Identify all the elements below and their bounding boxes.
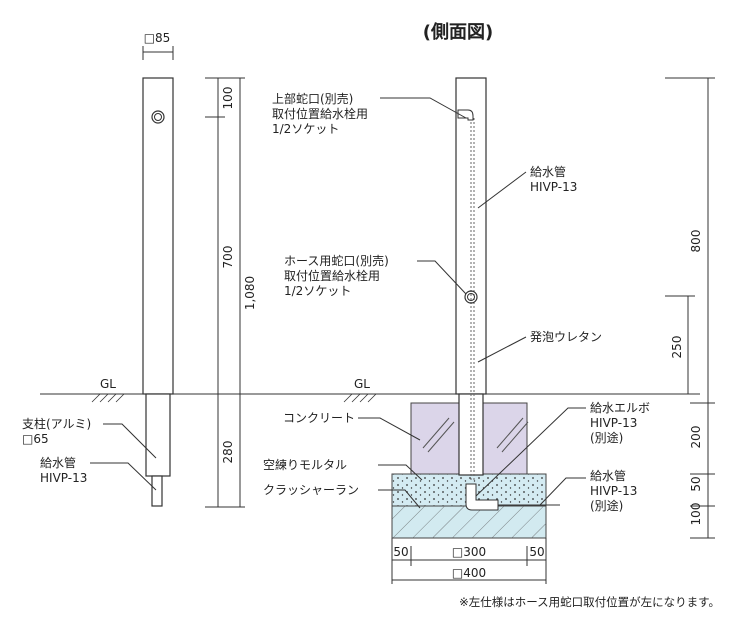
side-bottom-dims — [391, 538, 547, 584]
footnote: ※左仕様はホース用蛇口取付位置が左になります。 — [459, 595, 720, 609]
front-gl-label: GL — [100, 377, 116, 391]
bottom-dim-right: 50 — [529, 545, 544, 559]
upper-tap-label-1: 上部蛇口(別売) — [272, 91, 353, 106]
front-ground-hatch — [91, 393, 125, 403]
front-post-buried — [145, 393, 171, 477]
front-dim-700: 700 — [221, 246, 235, 269]
crusher-label: クラッシャーラン — [263, 483, 359, 497]
front-pipe-label-1: 給水管 — [40, 455, 76, 470]
front-post-label-2: □65 — [22, 432, 49, 446]
side-elbow — [465, 483, 499, 511]
side-upper-tap-icon — [457, 109, 474, 121]
front-vertical-dims — [205, 77, 245, 508]
front-pipe-leader — [90, 462, 157, 491]
upper-tap-label-3: 1/2ソケット — [272, 122, 339, 136]
front-supply-pipe — [151, 475, 163, 507]
side-view-title: (側面図) — [423, 21, 493, 43]
supply-label-1: 給水管 — [590, 468, 626, 483]
bottom-dim-left: 50 — [393, 545, 408, 559]
front-post-leader — [103, 423, 157, 459]
mortar-label: 空練りモルタル — [263, 458, 347, 472]
front-post — [142, 77, 174, 395]
side-vertical-dims — [665, 77, 715, 539]
side-dim-200: 200 — [689, 426, 703, 449]
front-view: □85 GL 100 700 1,080 2 — [22, 31, 320, 508]
foam-label: 発泡ウレタン — [530, 330, 602, 344]
elbow-label-3: (別途) — [590, 430, 623, 445]
side-dim-100: 100 — [689, 503, 703, 526]
side-ground-hatch — [343, 393, 377, 403]
side-pipe-label-1: 給水管 — [530, 164, 566, 179]
elbow-label-1: 給水エルボ — [590, 401, 650, 415]
side-hose-tap-icon — [464, 290, 478, 304]
front-post-label-1: 支柱(アルミ) — [22, 416, 91, 431]
side-dim-800: 800 — [689, 230, 703, 253]
bottom-dim-total: □400 — [452, 566, 486, 580]
front-dim-280: 280 — [221, 441, 235, 464]
hose-tap-label-2: 取付位置給水栓用 — [284, 268, 380, 283]
side-concrete-hatch — [422, 417, 529, 453]
side-pipe-label-2: HIVP-13 — [530, 180, 577, 194]
hose-tap-label-3: 1/2ソケット — [284, 284, 351, 298]
concrete-label: コンクリート — [283, 411, 355, 425]
supply-label-3: (別途) — [590, 498, 623, 513]
front-tap-hole-icon — [151, 110, 165, 124]
front-dim-100: 100 — [221, 87, 235, 110]
front-pipe-label-2: HIVP-13 — [40, 471, 87, 485]
side-dim-250: 250 — [670, 336, 684, 359]
bottom-dim-mid: □300 — [452, 545, 486, 559]
side-gl-label: GL — [354, 377, 370, 391]
hose-tap-label-1: ホース用蛇口(別売) — [284, 253, 389, 268]
supply-label-2: HIVP-13 — [590, 484, 637, 498]
elbow-label-2: HIVP-13 — [590, 416, 637, 430]
side-dim-50: 50 — [689, 476, 703, 491]
front-width-label: □85 — [144, 31, 171, 45]
side-leaders — [358, 97, 586, 509]
front-dim-1080: 1,080 — [243, 276, 257, 310]
side-view: GL — [263, 77, 715, 584]
upper-tap-label-2: 取付位置給水栓用 — [272, 106, 368, 121]
